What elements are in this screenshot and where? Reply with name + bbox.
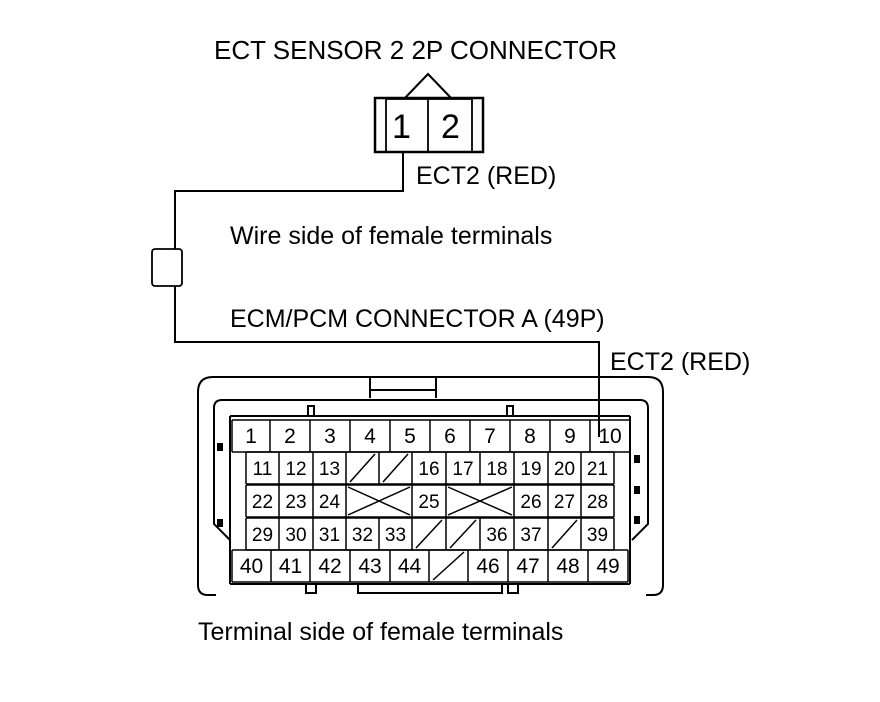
pin-1: 1 — [245, 425, 257, 448]
ect2-wire-upper — [174, 152, 404, 249]
pin-30: 30 — [285, 525, 306, 546]
pin-grid — [231, 419, 631, 583]
blank-slash — [551, 519, 578, 549]
pin-48: 48 — [556, 555, 579, 578]
pin-39: 39 — [587, 525, 608, 546]
pin-37: 37 — [520, 525, 541, 546]
pin-9: 9 — [564, 425, 576, 448]
blank-cross — [447, 486, 513, 516]
pin-44: 44 — [398, 555, 422, 578]
pin-27: 27 — [554, 492, 575, 513]
pin-40: 40 — [240, 555, 263, 578]
ecm-connector-title: ECM/PCM CONNECTOR A (49P) — [230, 305, 605, 333]
pin-33: 33 — [385, 525, 406, 546]
pin-12: 12 — [285, 459, 306, 480]
pin-22: 22 — [252, 492, 273, 513]
pin-6: 6 — [444, 425, 456, 448]
ect2-label-top: ECT2 (RED) — [416, 162, 557, 190]
pin-47: 47 — [516, 555, 539, 578]
pin-42: 42 — [318, 555, 341, 578]
ecm-housing — [197, 376, 664, 596]
pin-16: 16 — [418, 459, 439, 480]
pin-8: 8 — [524, 425, 536, 448]
sensor-pin-2: 2 — [441, 108, 460, 146]
pin-20: 20 — [554, 459, 575, 480]
pin-21: 21 — [587, 459, 608, 480]
connector-caret — [403, 72, 453, 100]
sensor-pin-1: 1 — [392, 108, 411, 146]
housing-notches — [217, 443, 640, 527]
blank-slash — [349, 453, 376, 483]
blank-slash — [449, 519, 477, 549]
pin-49: 49 — [596, 555, 619, 578]
pin-28: 28 — [587, 492, 608, 513]
pin-25: 25 — [418, 492, 439, 513]
blank-slash — [415, 519, 443, 549]
blank-slash — [382, 453, 409, 483]
pin-2: 2 — [284, 425, 296, 448]
pin-24: 24 — [319, 492, 341, 513]
pin-32: 32 — [352, 525, 373, 546]
pin-31: 31 — [319, 525, 340, 546]
ect2-wire-lower — [174, 286, 600, 437]
pin-41: 41 — [279, 555, 302, 578]
ect-sensor-connector — [373, 96, 485, 154]
pin-13: 13 — [319, 459, 340, 480]
pin-5: 5 — [404, 425, 416, 448]
pin-4: 4 — [364, 425, 376, 448]
pin-36: 36 — [486, 525, 507, 546]
pin-3: 3 — [324, 425, 336, 448]
wire-side-label: Wire side of female terminals — [230, 222, 553, 250]
pin-18: 18 — [486, 459, 507, 480]
pin-46: 46 — [476, 555, 499, 578]
blank-cross — [347, 486, 411, 516]
pin-17: 17 — [452, 459, 473, 480]
inline-junction — [151, 248, 183, 287]
pin-19: 19 — [520, 459, 541, 480]
pin-7: 7 — [484, 425, 496, 448]
pin-23: 23 — [285, 492, 306, 513]
pin-10: 10 — [598, 425, 621, 448]
terminal-side-label: Terminal side of female terminals — [198, 618, 564, 646]
pin-26: 26 — [520, 492, 541, 513]
ect2-label-bottom: ECT2 (RED) — [610, 348, 751, 376]
pin-29: 29 — [252, 525, 273, 546]
pin-43: 43 — [358, 555, 381, 578]
blank-slash — [432, 551, 465, 581]
ect-sensor-title: ECT SENSOR 2 2P CONNECTOR — [214, 35, 618, 65]
pin-11: 11 — [253, 459, 273, 480]
